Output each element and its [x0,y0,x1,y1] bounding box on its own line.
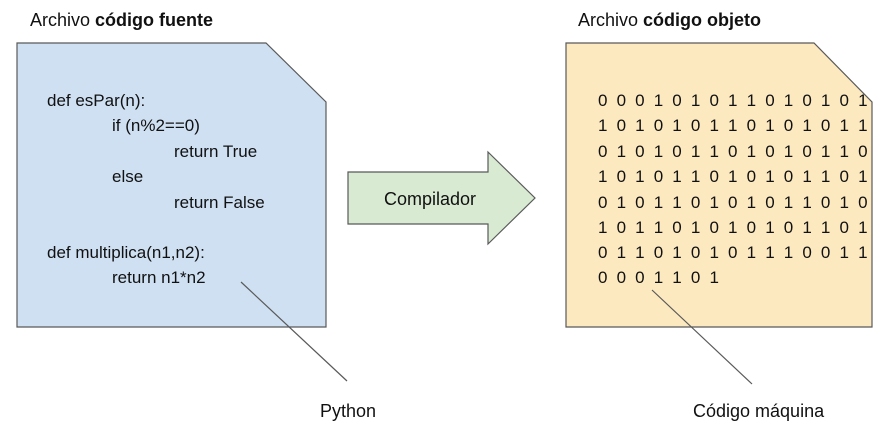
source-file-title: Archivo código fuente [30,10,213,30]
compiler-label: Compilador [384,189,476,209]
binary-line: 0 1 0 1 0 1 1 0 1 0 1 0 1 1 0 [598,142,870,161]
compiler-arrow [347,150,536,246]
machine-code-label: Código máquina [693,401,825,421]
code-line: return n1*n2 [112,268,206,287]
python-label: Python [320,401,376,421]
binary-line: 0 0 0 1 0 1 0 1 1 0 1 0 1 0 1 [598,91,870,110]
code-line: return False [174,193,265,212]
code-line: else [112,167,143,186]
object-file-title: Archivo código objeto [578,10,761,30]
python-callout-line [240,281,348,382]
machine-code-callout-line [651,289,753,385]
binary-line: 0 1 1 0 1 0 1 0 1 1 1 0 0 1 1 [598,243,870,262]
code-line: def multiplica(n1,n2): [47,243,205,262]
object-file-document [565,42,873,328]
binary-line: 1 0 1 0 1 1 0 1 0 1 0 1 1 0 1 [598,167,870,186]
source-file-document [16,42,327,328]
code-line: def esPar(n): [47,91,145,110]
binary-line: 1 0 1 1 0 1 0 1 0 1 0 1 1 0 1 [598,218,870,237]
code-line: if (n%2==0) [112,116,200,135]
binary-line: 1 0 1 0 1 0 1 1 0 1 0 1 0 1 1 [598,116,870,135]
binary-line: 0 0 0 1 1 0 1 [598,268,721,287]
binary-line: 0 1 0 1 1 0 1 0 1 0 1 1 0 1 0 [598,193,870,212]
code-line: return True [174,142,257,161]
